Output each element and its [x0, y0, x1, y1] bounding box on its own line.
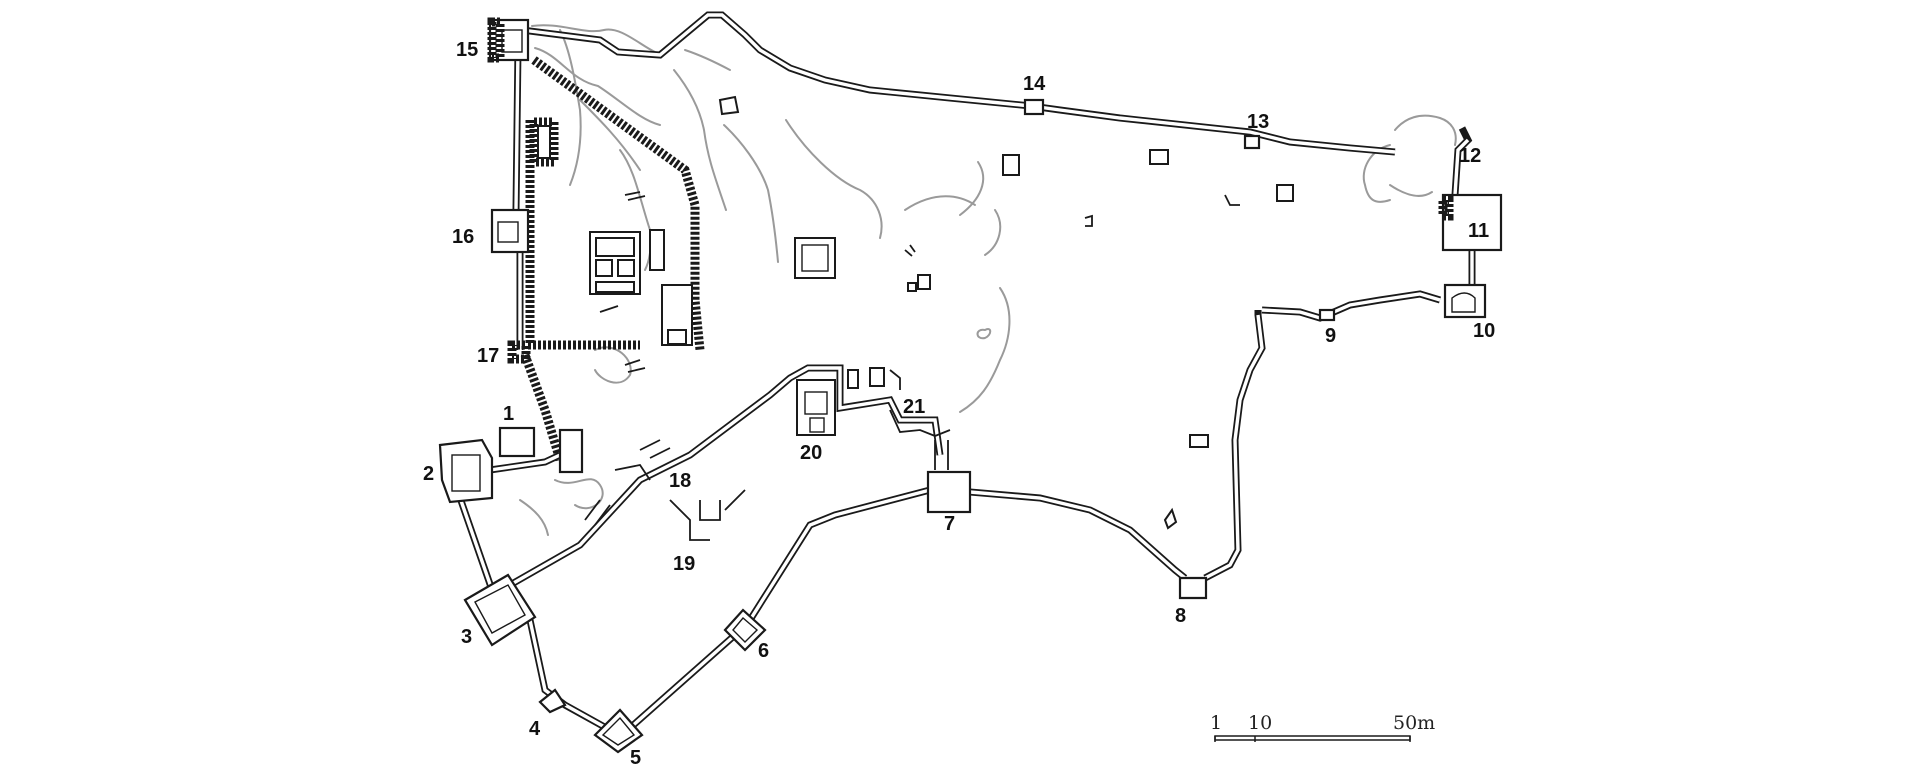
terrain-contours	[519, 24, 1457, 536]
towers	[438, 17, 1503, 754]
label-13: 13	[1247, 111, 1269, 133]
label-17: 17	[477, 345, 499, 367]
label-19: 19	[673, 553, 695, 575]
label-11: 11	[1468, 220, 1489, 242]
label-16: 16	[452, 226, 474, 248]
tower-3	[463, 573, 537, 647]
scale-tick-mid: 10	[1248, 712, 1272, 734]
scale-tick-end: 50m	[1393, 712, 1435, 734]
tower-13	[1243, 134, 1261, 150]
label-2: 2	[423, 463, 434, 485]
label-9: 9	[1325, 325, 1336, 347]
tower-5	[593, 708, 644, 754]
citadel-buildings	[529, 117, 693, 373]
label-14: 14	[1023, 73, 1046, 95]
tower-8	[1178, 576, 1208, 600]
tower-4	[538, 688, 567, 714]
scale-bar: 1 10 50m	[1210, 712, 1435, 742]
label-10: 10	[1473, 320, 1495, 342]
label-8: 8	[1175, 605, 1186, 627]
tower-9	[1318, 308, 1336, 322]
label-3: 3	[461, 626, 472, 648]
tower-14	[1023, 98, 1045, 116]
label-21: 21	[903, 396, 925, 418]
label-4: 4	[529, 718, 541, 740]
label-5: 5	[630, 747, 641, 768]
label-7: 7	[944, 513, 955, 535]
tower-6	[723, 608, 767, 652]
label-20: 20	[800, 442, 822, 464]
label-1: 1	[503, 403, 514, 425]
curtain-walls	[454, 11, 1476, 734]
tower-labels: 1 2 3 4 5 6 7 8 9 10 11 12 13 14 15 16 1…	[423, 39, 1495, 768]
label-6: 6	[758, 640, 769, 662]
tower-1	[498, 426, 536, 458]
tower-2	[438, 438, 494, 504]
label-18: 18	[669, 470, 691, 492]
label-15: 15	[456, 39, 478, 61]
scattered-structures	[584, 95, 1294, 541]
label-12: 12	[1459, 145, 1481, 167]
tower-17	[507, 340, 531, 364]
tower-7	[926, 470, 972, 514]
scale-tick-start: 1	[1210, 712, 1222, 734]
